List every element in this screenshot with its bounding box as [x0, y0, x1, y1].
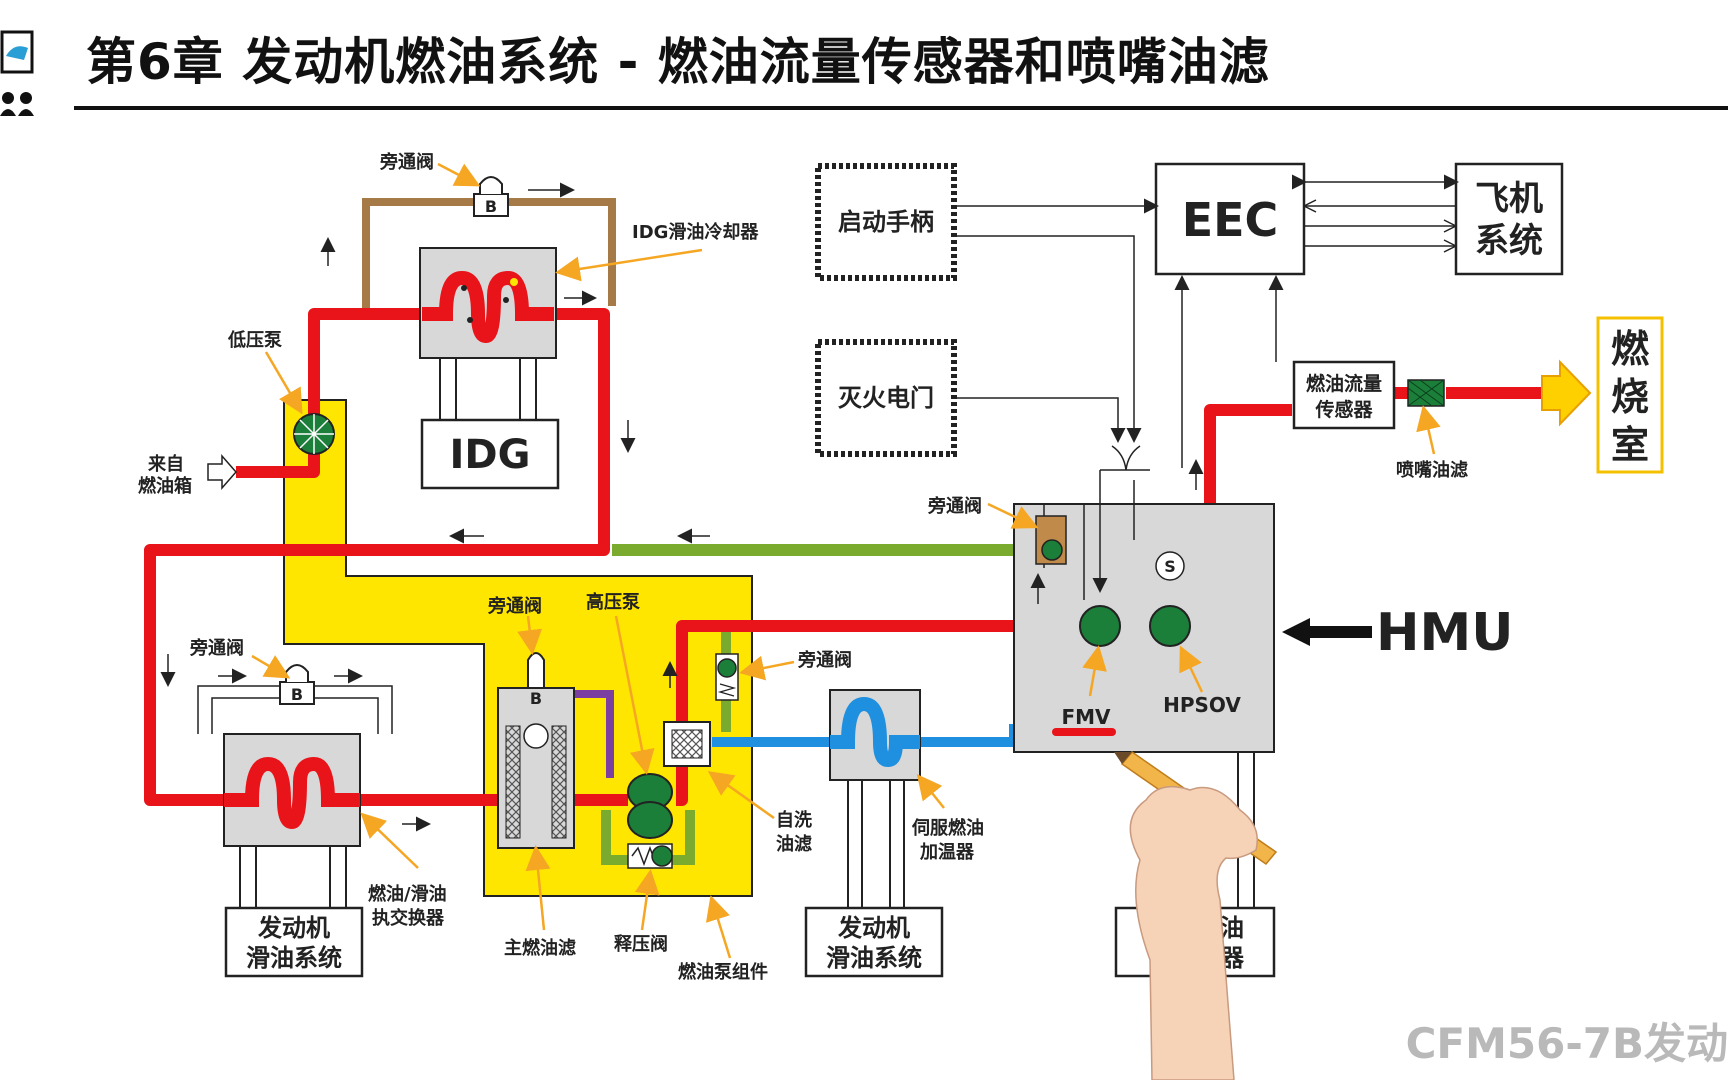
hmu-label: HMU — [1376, 603, 1514, 663]
fuel-oil-hx-box — [223, 733, 361, 847]
engine-oil-label: 滑油系统 — [246, 944, 342, 972]
idg-cooler-struts — [439, 358, 537, 420]
engine-oil-label: 发动机 — [837, 914, 910, 942]
hand-pencil-illustration — [1114, 750, 1278, 1080]
fuel-tank-arrow — [207, 454, 237, 490]
main-fuel-filter-label: 主燃油滤 — [504, 937, 576, 959]
aircraft-systems-label: 系统 — [1475, 221, 1543, 261]
servo-heater-label: 加温器 — [919, 842, 975, 863]
hpsov-valve-icon — [1149, 605, 1191, 647]
bypass-valve-label-left: 旁通阀 — [189, 637, 244, 659]
combustion-label: 烧 — [1611, 375, 1649, 419]
self-clean-filter-label: 自洗 — [776, 809, 812, 831]
aircraft-systems-box — [1454, 162, 1564, 276]
b-letter: B — [291, 685, 303, 704]
fuel-pump-assembly-label: 燃油泵组件 — [678, 961, 768, 983]
combustor-arrow — [1541, 359, 1592, 427]
red-hp-line — [676, 404, 1292, 806]
engine-oil-box-middle — [804, 906, 944, 978]
combustion-chamber-box — [1596, 316, 1664, 474]
b-letter: B — [485, 197, 497, 216]
combustion-label: 燃 — [1611, 327, 1650, 371]
fuel-flow-sensor-label: 燃油流量 — [1306, 372, 1382, 395]
servo-heater-label: 伺服燃油 — [911, 817, 984, 839]
fmv-valve-icon — [1079, 605, 1121, 647]
servo-heater-coil — [830, 696, 920, 768]
bypass-valve-label-hmu: 旁通阀 — [927, 495, 982, 517]
fmv-label: FMV — [1061, 705, 1111, 729]
idg-cooler-coil — [422, 270, 554, 344]
watermark-text: CFM56-7B发动 — [1405, 1019, 1728, 1068]
b-letter: B — [530, 689, 542, 708]
engine-oil-label: 发动机 — [257, 914, 330, 942]
start-lever-label: 启动手柄 — [838, 208, 934, 236]
engine-oil-label: 滑油系统 — [826, 944, 922, 972]
fire-switch-label: 灭火电门 — [838, 384, 934, 412]
hpsov-label: HPSOV — [1163, 693, 1241, 717]
page-title: 第6章 发动机燃油系统 - 燃油流量传感器和喷嘴油滤 — [86, 33, 1270, 91]
fuel-oil-hx-label: 燃油/滑油 — [368, 883, 447, 905]
from-fuel-tank-label: 来自 — [147, 453, 184, 475]
bypass-valve-label-filter: 旁通阀 — [487, 595, 542, 617]
purple-line — [566, 690, 614, 778]
fuel-flow-sensor-label: 传感器 — [1314, 398, 1373, 421]
bypass-valve-label-top: 旁通阀 — [379, 151, 434, 173]
hx-coil — [224, 756, 360, 830]
low-pressure-pump-label: 低压泵 — [227, 329, 282, 351]
from-fuel-tank-label: 燃油箱 — [138, 475, 192, 497]
aircraft-systems-label: 飞机 — [1475, 179, 1543, 219]
bypass-valve-label-pump: 旁通阀 — [797, 649, 852, 671]
title-underline — [74, 106, 1728, 110]
combustion-label: 室 — [1611, 423, 1649, 467]
engine-oil-box-left — [224, 906, 364, 978]
idg-box — [420, 418, 560, 490]
self-clean-filter-label: 油滤 — [776, 833, 812, 855]
idg-label: IDG — [450, 432, 531, 478]
s-letter: S — [1164, 557, 1176, 576]
fuel-flow-sensor-box — [1292, 360, 1396, 430]
high-pressure-pump-label: 高压泵 — [586, 591, 640, 613]
eec-label: EEC — [1182, 193, 1279, 247]
start-lever-box — [815, 163, 957, 281]
relief-valve-label: 释压阀 — [614, 933, 668, 955]
fuel-oil-hx-label: 执交换器 — [372, 907, 445, 929]
nozzle-filter-label: 喷嘴油滤 — [1396, 459, 1468, 481]
hmu-pointer-arrow — [1282, 618, 1372, 646]
eec-box — [1154, 162, 1306, 276]
logo-icon — [0, 30, 34, 116]
idg-oil-cooler-label: IDG滑油冷却器 — [632, 221, 759, 243]
partial-box-label: 油 — [1220, 914, 1244, 942]
